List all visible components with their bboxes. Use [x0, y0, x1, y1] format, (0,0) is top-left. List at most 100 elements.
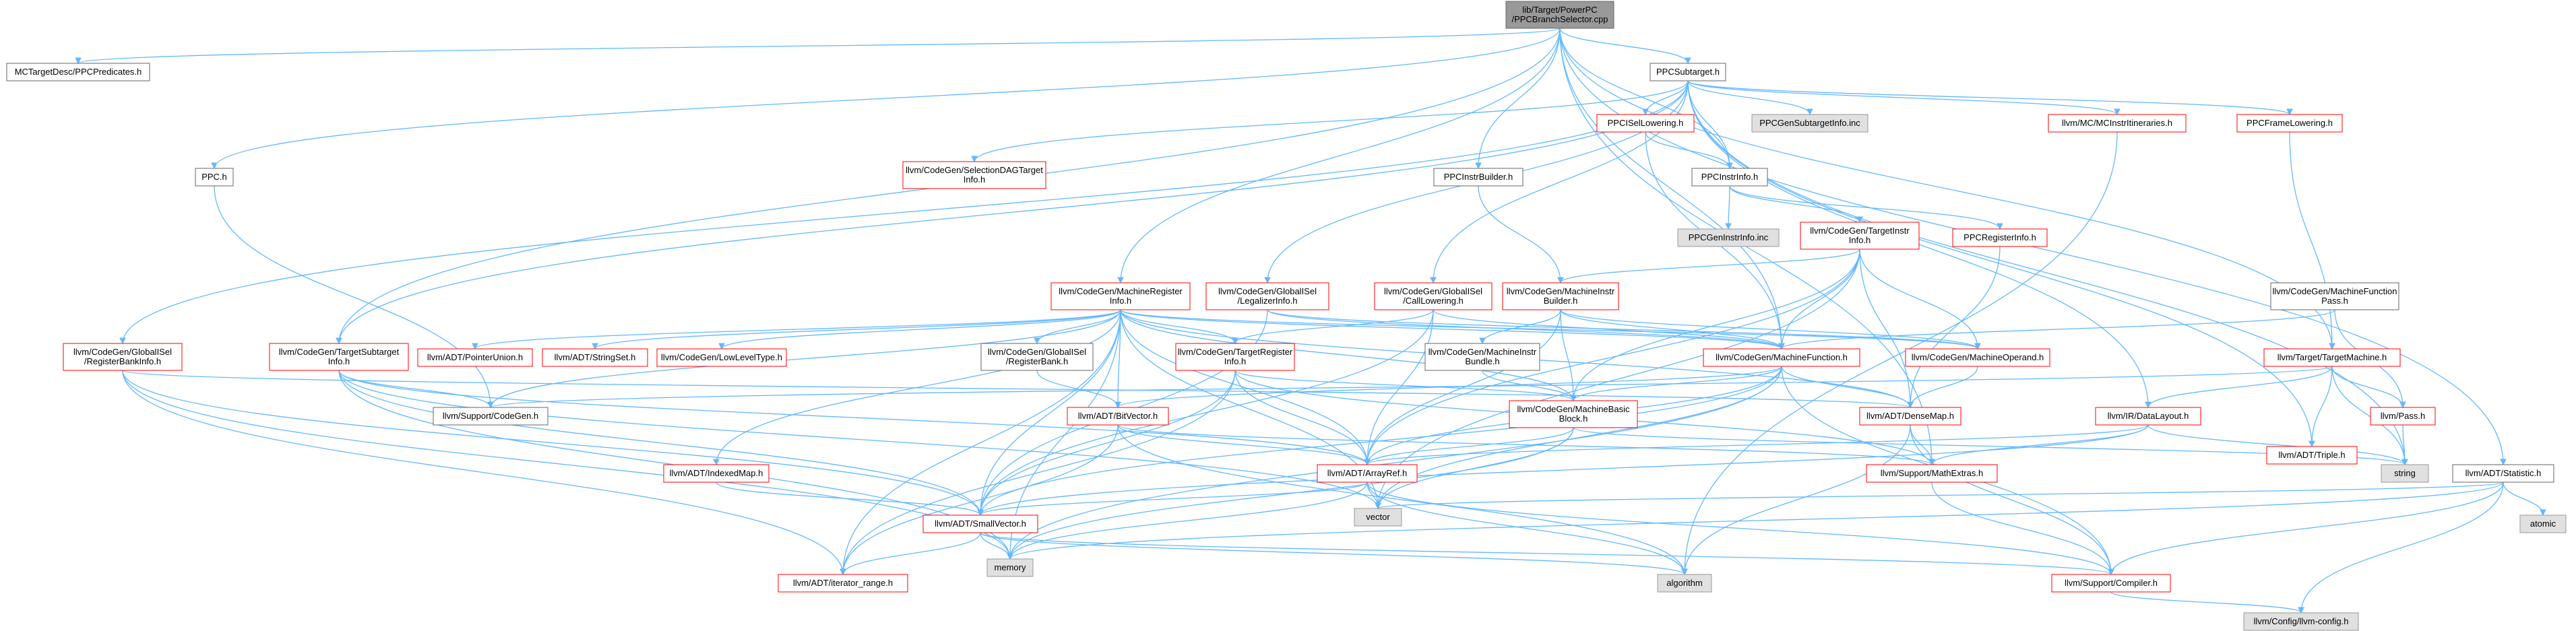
node-label: Info.h [964, 174, 986, 185]
node-label: llvm/ADT/StringSet.h [555, 352, 636, 362]
node-mathextras[interactable]: llvm/Support/MathExtras.h [1866, 464, 1998, 483]
node-label: llvm/ADT/IndexedMap.h [670, 468, 763, 478]
node-iterrange[interactable]: llvm/ADT/iterator_range.h [778, 574, 908, 593]
node-smallvector[interactable]: llvm/ADT/SmallVector.h [922, 514, 1038, 533]
node-label: llvm/CodeGen/GlobalISel [1384, 286, 1482, 296]
node-mcinstr[interactable]: llvm/MC/MCInstrItineraries.h [2048, 114, 2187, 133]
edge-arrowhead [1928, 459, 1935, 466]
node-label: PPCSubtarget.h [1656, 67, 1720, 77]
node-box [778, 574, 908, 593]
edge-legalizer-to-mf [1267, 309, 1782, 350]
edge-mri-to-arrayref [1120, 309, 1368, 465]
edge-arrowhead [2145, 401, 2151, 409]
edge-targetinstr-to-mf [1781, 248, 1860, 350]
node-pointerunion[interactable]: llvm/ADT/PointerUnion.h [417, 348, 533, 367]
edge-mbb-to-arrayref [1366, 427, 1574, 465]
edge-regbankinfo-to-iterrange [122, 370, 844, 575]
node-mf[interactable]: llvm/CodeGen/MachineFunction.h [1703, 348, 1860, 367]
node-ppcsub[interactable]: PPCSubtarget.h [1650, 63, 1726, 81]
node-ppcreg[interactable]: PPCRegisterInfo.h [1952, 228, 2048, 247]
node-box [1505, 1, 1614, 29]
node-label: /RegisterBankInfo.h [84, 356, 161, 366]
node-pass[interactable]: llvm/Pass.h [2370, 407, 2436, 426]
edge-targetreg-to-iterrange [842, 370, 1236, 575]
node-label: llvm/Support/MathExtras.h [1881, 468, 1983, 478]
edge-ppcsub-to-regbankinfo [122, 80, 1689, 344]
edge-arrowhead [1778, 343, 1785, 350]
edge-mri-to-supportcodegen [490, 309, 1121, 408]
node-ppcinstrbuilder[interactable]: PPCInstrBuilder.h [1433, 168, 1523, 187]
edge-mfpass-to-mf [1781, 309, 2335, 350]
node-root[interactable]: lib/Target/PowerPC/PPCBranchSelector.cpp [1505, 1, 1614, 29]
node-densemap[interactable]: llvm/ADT/DenseMap.h [1859, 407, 1961, 426]
node-calllowering[interactable]: llvm/CodeGen/GlobalISel/CallLowering.h [1374, 282, 1493, 310]
node-box [6, 63, 150, 81]
node-regbankinfo[interactable]: llvm/CodeGen/GlobalISel/RegisterBankInfo… [63, 343, 183, 371]
node-mctarget[interactable]: MCTargetDesc/PPCPredicates.h [6, 63, 150, 81]
node-supportcodegen[interactable]: llvm/Support/CodeGen.h [433, 407, 548, 426]
node-mo[interactable]: llvm/CodeGen/MachineOperand.h [1905, 348, 2050, 367]
edge-targetinstr-to-arrayref [1366, 248, 1860, 465]
node-label: /LegalizerInfo.h [1238, 296, 1298, 306]
node-label: memory [995, 562, 1026, 572]
edge-mo-to-densemap [1910, 366, 1978, 408]
edge-mathextras-to-compiler [1931, 481, 2112, 575]
edge-arrowhead [336, 337, 342, 345]
node-stringset[interactable]: llvm/ADT/StringSet.h [542, 348, 648, 367]
node-ppch[interactable]: PPC.h [195, 168, 234, 187]
node-box [2263, 348, 2401, 367]
edge-mibuilder-to-mibundle [1482, 309, 1561, 344]
node-statistic[interactable]: llvm/ADT/Statistic.h [2452, 464, 2554, 483]
node-label: llvm/MC/MCInstrItineraries.h [2062, 118, 2172, 128]
node-targetmachine[interactable]: llvm/Target/TargetMachine.h [2263, 348, 2401, 367]
edge-bitvector-to-mathextras [1117, 424, 1933, 465]
edge-arrowhead [2114, 108, 2121, 116]
edge-statistic-to-vector [1377, 481, 2504, 509]
node-legalizer[interactable]: llvm/CodeGen/GlobalISel/LegalizerInfo.h [1205, 282, 1329, 310]
node-triple[interactable]: llvm/ADT/Triple.h [2266, 446, 2358, 465]
edge-mf-to-densemap [1781, 366, 1911, 408]
node-label: vector [1366, 512, 1390, 522]
node-box [1703, 348, 1860, 367]
node-arrayref[interactable]: llvm/ADT/ArrayRef.h [1317, 464, 1418, 483]
node-lowlevel[interactable]: llvm/CodeGen/LowLevelType.h [656, 348, 787, 367]
edge-statistic-to-atomic [2503, 481, 2544, 516]
node-box [1650, 63, 1726, 81]
edge-regbankinfo-to-smallvector [122, 370, 981, 516]
node-label: llvm/ADT/DenseMap.h [1866, 411, 1954, 421]
edge-datalayout-to-smallvector [980, 424, 2149, 516]
node-bitvector[interactable]: llvm/ADT/BitVector.h [1067, 407, 1169, 426]
edge-arrowhead [1007, 553, 1013, 560]
node-datalayout[interactable]: llvm/IR/DataLayout.h [2095, 407, 2201, 426]
node-label: lib/Target/PowerPC [1522, 5, 1597, 15]
edge-ppcsub-to-ppcgensub [1687, 80, 1811, 115]
node-ppcinstrinfo[interactable]: PPCInstrInfo.h [1691, 168, 1768, 187]
node-label: PPCGenInstrInfo.inc [1689, 232, 1769, 242]
edge-ppcsub-to-targetsub [338, 80, 1689, 344]
edge-arrowhead [1232, 337, 1238, 345]
edge-targetreg-to-arrayref [1234, 370, 1368, 465]
edge-ppcsub-to-ppcisel [1645, 80, 1689, 115]
node-ppcframe[interactable]: PPCFrameLowering.h [2236, 114, 2343, 133]
node-box [1509, 400, 1638, 428]
node-compiler[interactable]: llvm/Support/Compiler.h [2051, 574, 2171, 593]
edge-arrowhead [2108, 568, 2114, 576]
edge-arrowhead [1907, 401, 1914, 409]
edges-layer [75, 28, 2546, 614]
node-regbank[interactable]: llvm/CodeGen/GlobalISel/RegisterBank.h [980, 343, 1094, 371]
node-box [986, 558, 1034, 577]
edge-targetreg-to-mbb [1234, 370, 1574, 401]
node-indexedmap[interactable]: llvm/ADT/IndexedMap.h [663, 464, 769, 483]
edge-mibuilder-to-arrayref [1366, 309, 1561, 465]
node-label: llvm/CodeGen/MachineFunction [2273, 286, 2397, 296]
node-ppcisel[interactable]: PPCISelLowering.h [1596, 114, 1695, 133]
